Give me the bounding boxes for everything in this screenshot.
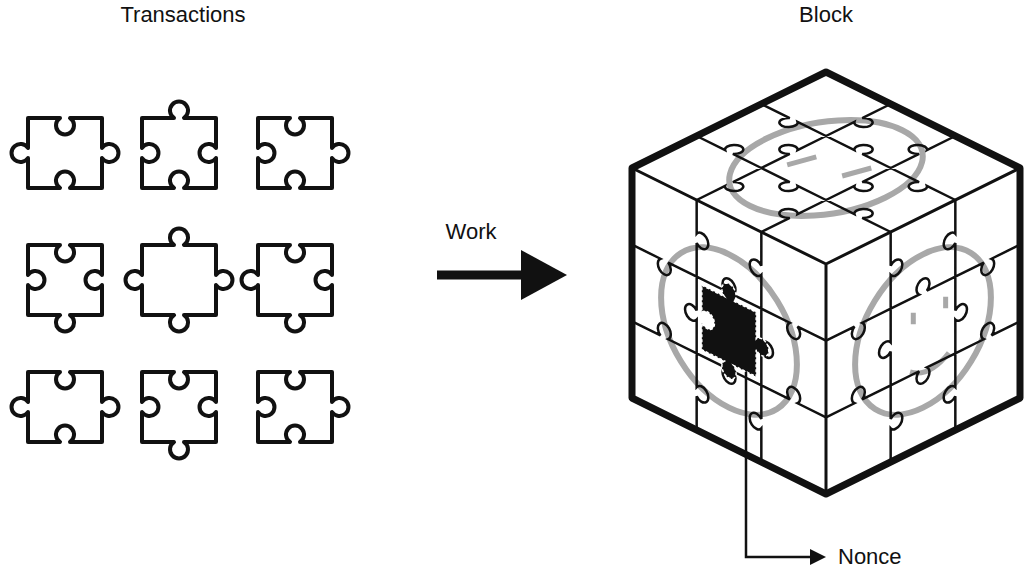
block-cube: Block — [567, 0, 1027, 500]
arrow-shaft — [437, 271, 527, 280]
heading: Transactions — [0, 2, 406, 28]
heading: Block — [592, 2, 1030, 28]
leader-line — [746, 372, 810, 557]
callout-label: Nonce — [835, 544, 905, 570]
work-arrow — [437, 250, 567, 300]
nonce-piece — [702, 270, 769, 397]
transaction-piece — [12, 118, 119, 193]
transaction-piece — [142, 102, 222, 188]
leader-arrowhead — [810, 549, 826, 565]
transaction-piece — [253, 367, 348, 442]
arrowhead — [521, 250, 567, 300]
transaction-piece — [126, 229, 233, 332]
transaction-group: Transactions — [0, 0, 437, 475]
transaction-piece — [28, 240, 102, 331]
transaction-piece — [142, 372, 222, 458]
cube-edge — [632, 168, 1020, 494]
cube-outline — [632, 72, 1020, 494]
transaction-piece — [242, 240, 332, 331]
edge-label: Work — [443, 219, 500, 245]
transaction-piece — [12, 372, 119, 442]
transaction-piece — [253, 118, 348, 188]
